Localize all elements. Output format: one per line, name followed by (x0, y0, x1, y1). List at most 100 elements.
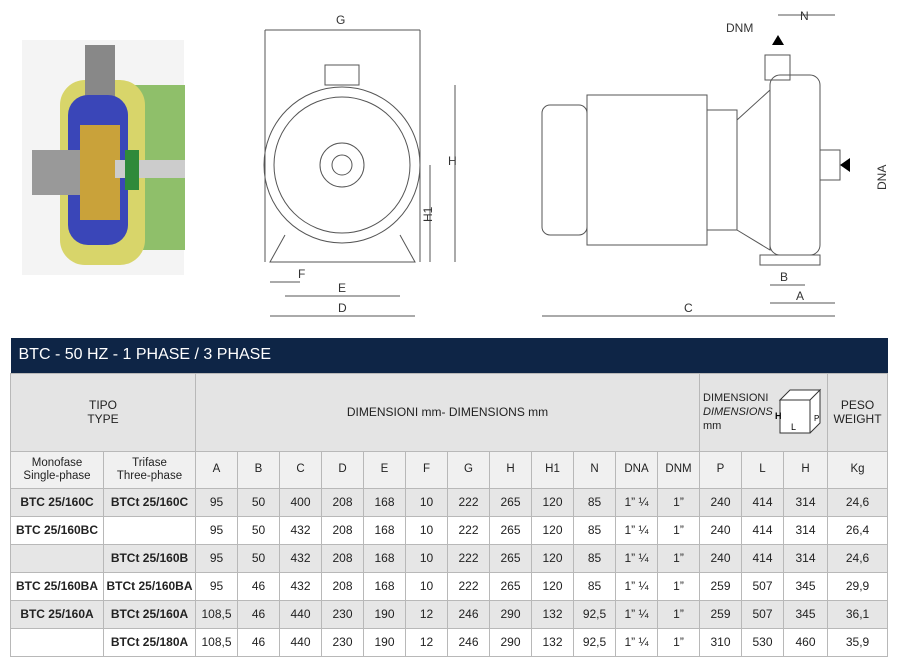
dim-label-n: N (800, 9, 809, 23)
three-phase-model: BTCt 25/160A (103, 599, 196, 629)
cell-e: 190 (363, 627, 406, 657)
cell-f: 10 (405, 571, 448, 601)
cell-f: 10 (405, 487, 448, 517)
box-p: P (814, 414, 819, 423)
pump-drawings: G H H1 F E D C A B DNM N DNA (22, 9, 889, 317)
cell-h: 314 (783, 515, 828, 545)
cell-c: 432 (279, 571, 322, 601)
dim-label-c: C (684, 301, 693, 315)
pack-l1: DIMENSIONI (703, 392, 769, 404)
cell-kg: 24,6 (826, 487, 889, 517)
cell-a: 95 (195, 487, 238, 517)
cell-b: 46 (237, 571, 280, 601)
box-h: H (775, 411, 782, 421)
cell-h: 265 (489, 515, 532, 545)
cell-n: 85 (573, 515, 616, 545)
cell-h: 345 (783, 599, 828, 629)
cell-d: 208 (321, 543, 364, 573)
cell-h: 290 (489, 627, 532, 657)
type-label: TYPE (87, 412, 119, 426)
cell-h: 265 (489, 571, 532, 601)
cell-dnm: 1” (657, 487, 700, 517)
flow-arrow-icon (772, 35, 850, 172)
cell-g: 222 (447, 543, 490, 573)
cell-p: 240 (699, 515, 742, 545)
cell-h1: 120 (531, 543, 574, 573)
cell-b: 50 (237, 543, 280, 573)
cell-dna: 1” ¼ (615, 487, 658, 517)
single-phase-model: BTC 25/160BA (10, 571, 104, 601)
column-header-n: N (573, 450, 616, 489)
cell-e: 168 (363, 543, 406, 573)
cell-l: 530 (741, 627, 784, 657)
side-view-drawing (541, 14, 841, 317)
column-header-h1: H1 (531, 450, 574, 489)
tri2: Three-phase (116, 469, 183, 482)
cell-c: 432 (279, 515, 322, 545)
column-header-l: L (741, 450, 784, 489)
three-phase-model: BTCt 25/160BA (103, 571, 196, 601)
cell-dnm: 1” (657, 599, 700, 629)
cell-c: 400 (279, 487, 322, 517)
cell-n: 85 (573, 571, 616, 601)
cell-dna: 1” ¼ (615, 543, 658, 573)
peso-label: PESO (840, 398, 875, 412)
column-header-dnm: DNM (657, 450, 700, 489)
dim-label-e: E (338, 281, 346, 295)
box-icon: HLP (775, 388, 821, 433)
dim-label-f: F (298, 267, 305, 281)
single-phase-model (10, 627, 104, 657)
cell-kg: 36,1 (826, 599, 889, 629)
cell-e: 168 (363, 571, 406, 601)
cell-a: 95 (195, 571, 238, 601)
cell-d: 208 (321, 515, 364, 545)
cell-p: 240 (699, 543, 742, 573)
three-phase-model (103, 515, 196, 545)
cell-g: 222 (447, 515, 490, 545)
cell-d: 230 (321, 599, 364, 629)
dim-label-a: A (796, 289, 804, 303)
cell-l: 414 (741, 487, 784, 517)
cell-b: 46 (237, 599, 280, 629)
column-header-g: G (447, 450, 490, 489)
cell-dnm: 1” (657, 571, 700, 601)
front-view-drawing (263, 29, 456, 317)
cell-h1: 120 (531, 487, 574, 517)
cell-g: 222 (447, 571, 490, 601)
cell-p: 259 (699, 571, 742, 601)
column-header-f: F (405, 450, 448, 489)
cell-dna: 1” ¼ (615, 571, 658, 601)
cell-g: 222 (447, 487, 490, 517)
cell-h: 265 (489, 487, 532, 517)
column-header-c: C (279, 450, 322, 489)
single-phase-model: BTC 25/160A (10, 599, 104, 629)
cell-n: 92,5 (573, 627, 616, 657)
cell-c: 440 (279, 627, 322, 657)
cell-kg: 26,4 (826, 515, 889, 545)
column-header-d: D (321, 450, 364, 489)
cell-dnm: 1” (657, 515, 700, 545)
column-header-h: H (489, 450, 532, 489)
cutaway-illustration (22, 40, 185, 275)
cell-d: 230 (321, 627, 364, 657)
cell-kg: 24,6 (826, 543, 889, 573)
three-phase-model: BTCt 25/160B (103, 543, 196, 573)
cell-h: 314 (783, 543, 828, 573)
column-header-p: P (699, 450, 742, 489)
cell-p: 259 (699, 599, 742, 629)
cell-e: 190 (363, 599, 406, 629)
cell-g: 246 (447, 599, 490, 629)
dimensions-header: DIMENSIONI mm- DIMENSIONS mm (195, 372, 700, 452)
cell-d: 208 (321, 571, 364, 601)
dim-label-dna: DNA (875, 165, 889, 190)
cell-b: 46 (237, 627, 280, 657)
cell-n: 85 (573, 487, 616, 517)
